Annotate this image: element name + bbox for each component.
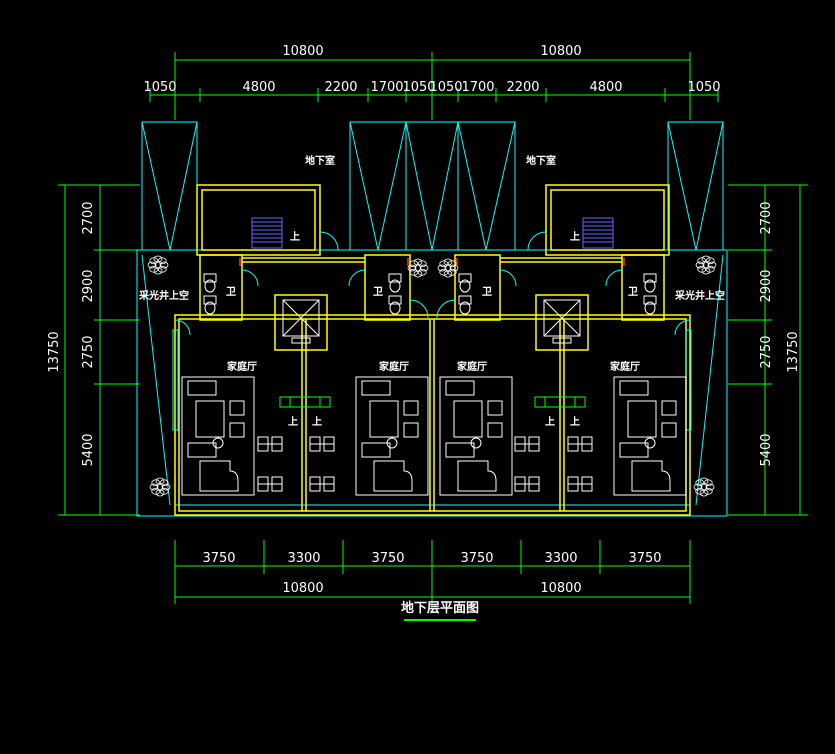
dim-top-detail-3: 2200	[324, 80, 357, 95]
stair-up-label: 上	[288, 415, 298, 428]
plant-icon	[437, 258, 459, 278]
sofa-set-icon	[439, 376, 513, 496]
plant-icon	[695, 255, 717, 275]
dim-left-3: 2750	[81, 335, 96, 368]
room-label-basement-left: 地下室	[305, 154, 335, 167]
piano-icon	[631, 460, 671, 492]
bottom-dimension-chain	[174, 540, 691, 604]
stair-up-label: 上	[312, 415, 322, 428]
chair-icon	[514, 436, 540, 452]
plant-icon	[693, 477, 715, 497]
dim-top-detail-4: 1700	[370, 80, 403, 95]
stair-up-label: 上	[290, 230, 300, 243]
dim-top-overall-2: 10800	[540, 44, 581, 59]
chair-icon	[257, 436, 283, 452]
chair-icon	[309, 476, 335, 492]
plants-layer	[147, 255, 717, 497]
dim-top-detail-10: 1050	[687, 80, 720, 95]
toilet-icon	[203, 295, 217, 315]
toilet-icon	[203, 273, 217, 293]
room-label-family-hall-1: 家庭厅	[227, 360, 257, 373]
red-accents	[239, 258, 625, 266]
piano-icon	[457, 460, 497, 492]
room-label-bath-2: 卫	[373, 286, 383, 298]
piano-icon	[373, 460, 413, 492]
sofa-set-icon	[181, 376, 255, 496]
dim-bottom-overall-2: 10800	[540, 581, 581, 596]
dim-bottom-2: 3300	[287, 551, 320, 566]
dim-right-4: 5400	[759, 433, 774, 466]
dim-top-detail-6: 1050	[429, 80, 462, 95]
chair-icon	[567, 436, 593, 452]
room-label-basement-right: 地下室	[526, 154, 556, 167]
dim-right-2: 2900	[759, 269, 774, 302]
furniture-layer	[181, 376, 687, 496]
dim-right-1: 2700	[759, 201, 774, 234]
dim-left-4: 5400	[81, 433, 96, 466]
dim-bottom-6: 3750	[628, 551, 661, 566]
toilet-icon	[388, 273, 402, 293]
toilet-icon	[458, 273, 472, 293]
dim-top-detail-7: 1700	[461, 80, 494, 95]
chair-icon	[567, 476, 593, 492]
stair-up-label: 上	[545, 415, 555, 428]
dim-left-overall: 13750	[47, 331, 62, 372]
room-label-bath-3: 卫	[482, 286, 492, 298]
side-windows	[172, 329, 692, 431]
toilet-icon	[388, 295, 402, 315]
chair-icon	[257, 476, 283, 492]
dim-bottom-4: 3750	[460, 551, 493, 566]
plant-icon	[407, 258, 429, 278]
room-label-lightwell-right: 采光井上空	[674, 289, 725, 302]
dim-top-overall-1: 10800	[282, 44, 323, 59]
toilet-icon	[643, 295, 657, 315]
dim-top-detail-5: 1050	[402, 80, 435, 95]
room-label-family-hall-4: 家庭厅	[610, 360, 640, 373]
stair-up-label: 上	[570, 230, 580, 243]
sofa-set-icon	[355, 376, 429, 496]
toilet-icon	[458, 295, 472, 315]
room-label-family-hall-2: 家庭厅	[379, 360, 409, 373]
toilet-icon	[643, 273, 657, 293]
sofa-set-icon	[613, 376, 687, 496]
bath-fixtures	[203, 273, 657, 315]
elevator-icon	[282, 299, 320, 344]
dim-bottom-5: 3300	[544, 551, 577, 566]
dim-top-detail-8: 2200	[506, 80, 539, 95]
dim-left-2: 2900	[81, 269, 96, 302]
room-label-family-hall-3: 家庭厅	[457, 360, 487, 373]
room-label-bath-4: 卫	[628, 286, 638, 298]
stair-up-markers	[279, 396, 586, 408]
dim-left-1: 2700	[81, 201, 96, 234]
dim-top-detail-1: 1050	[143, 80, 176, 95]
dim-bottom-1: 3750	[202, 551, 235, 566]
dim-bottom-overall-1: 10800	[282, 581, 323, 596]
stair-icon	[582, 217, 614, 249]
wall-structure	[174, 184, 691, 516]
dim-right-3: 2750	[759, 335, 774, 368]
dim-top-detail-9: 4800	[589, 80, 622, 95]
chair-icon	[514, 476, 540, 492]
door-swings	[174, 231, 691, 336]
plant-icon	[149, 477, 171, 497]
left-dimension-chain	[58, 184, 140, 516]
dim-right-overall: 13750	[786, 331, 801, 372]
elevator-icon	[543, 299, 581, 344]
room-label-lightwell-left: 采光井上空	[138, 289, 189, 302]
dim-bottom-3: 3750	[371, 551, 404, 566]
room-label-bath-1: 卫	[226, 286, 236, 298]
chair-icon	[309, 436, 335, 452]
lightwell-triangles	[141, 121, 724, 506]
right-dimension-chain	[728, 184, 808, 516]
plant-icon	[147, 255, 169, 275]
dim-top-detail-2: 4800	[242, 80, 275, 95]
drawing-title: 地下层平面图	[401, 600, 479, 616]
stair-icon	[251, 217, 283, 249]
stair-up-label: 上	[570, 415, 580, 428]
top-dimension-chain	[149, 52, 719, 120]
piano-icon	[199, 460, 239, 492]
